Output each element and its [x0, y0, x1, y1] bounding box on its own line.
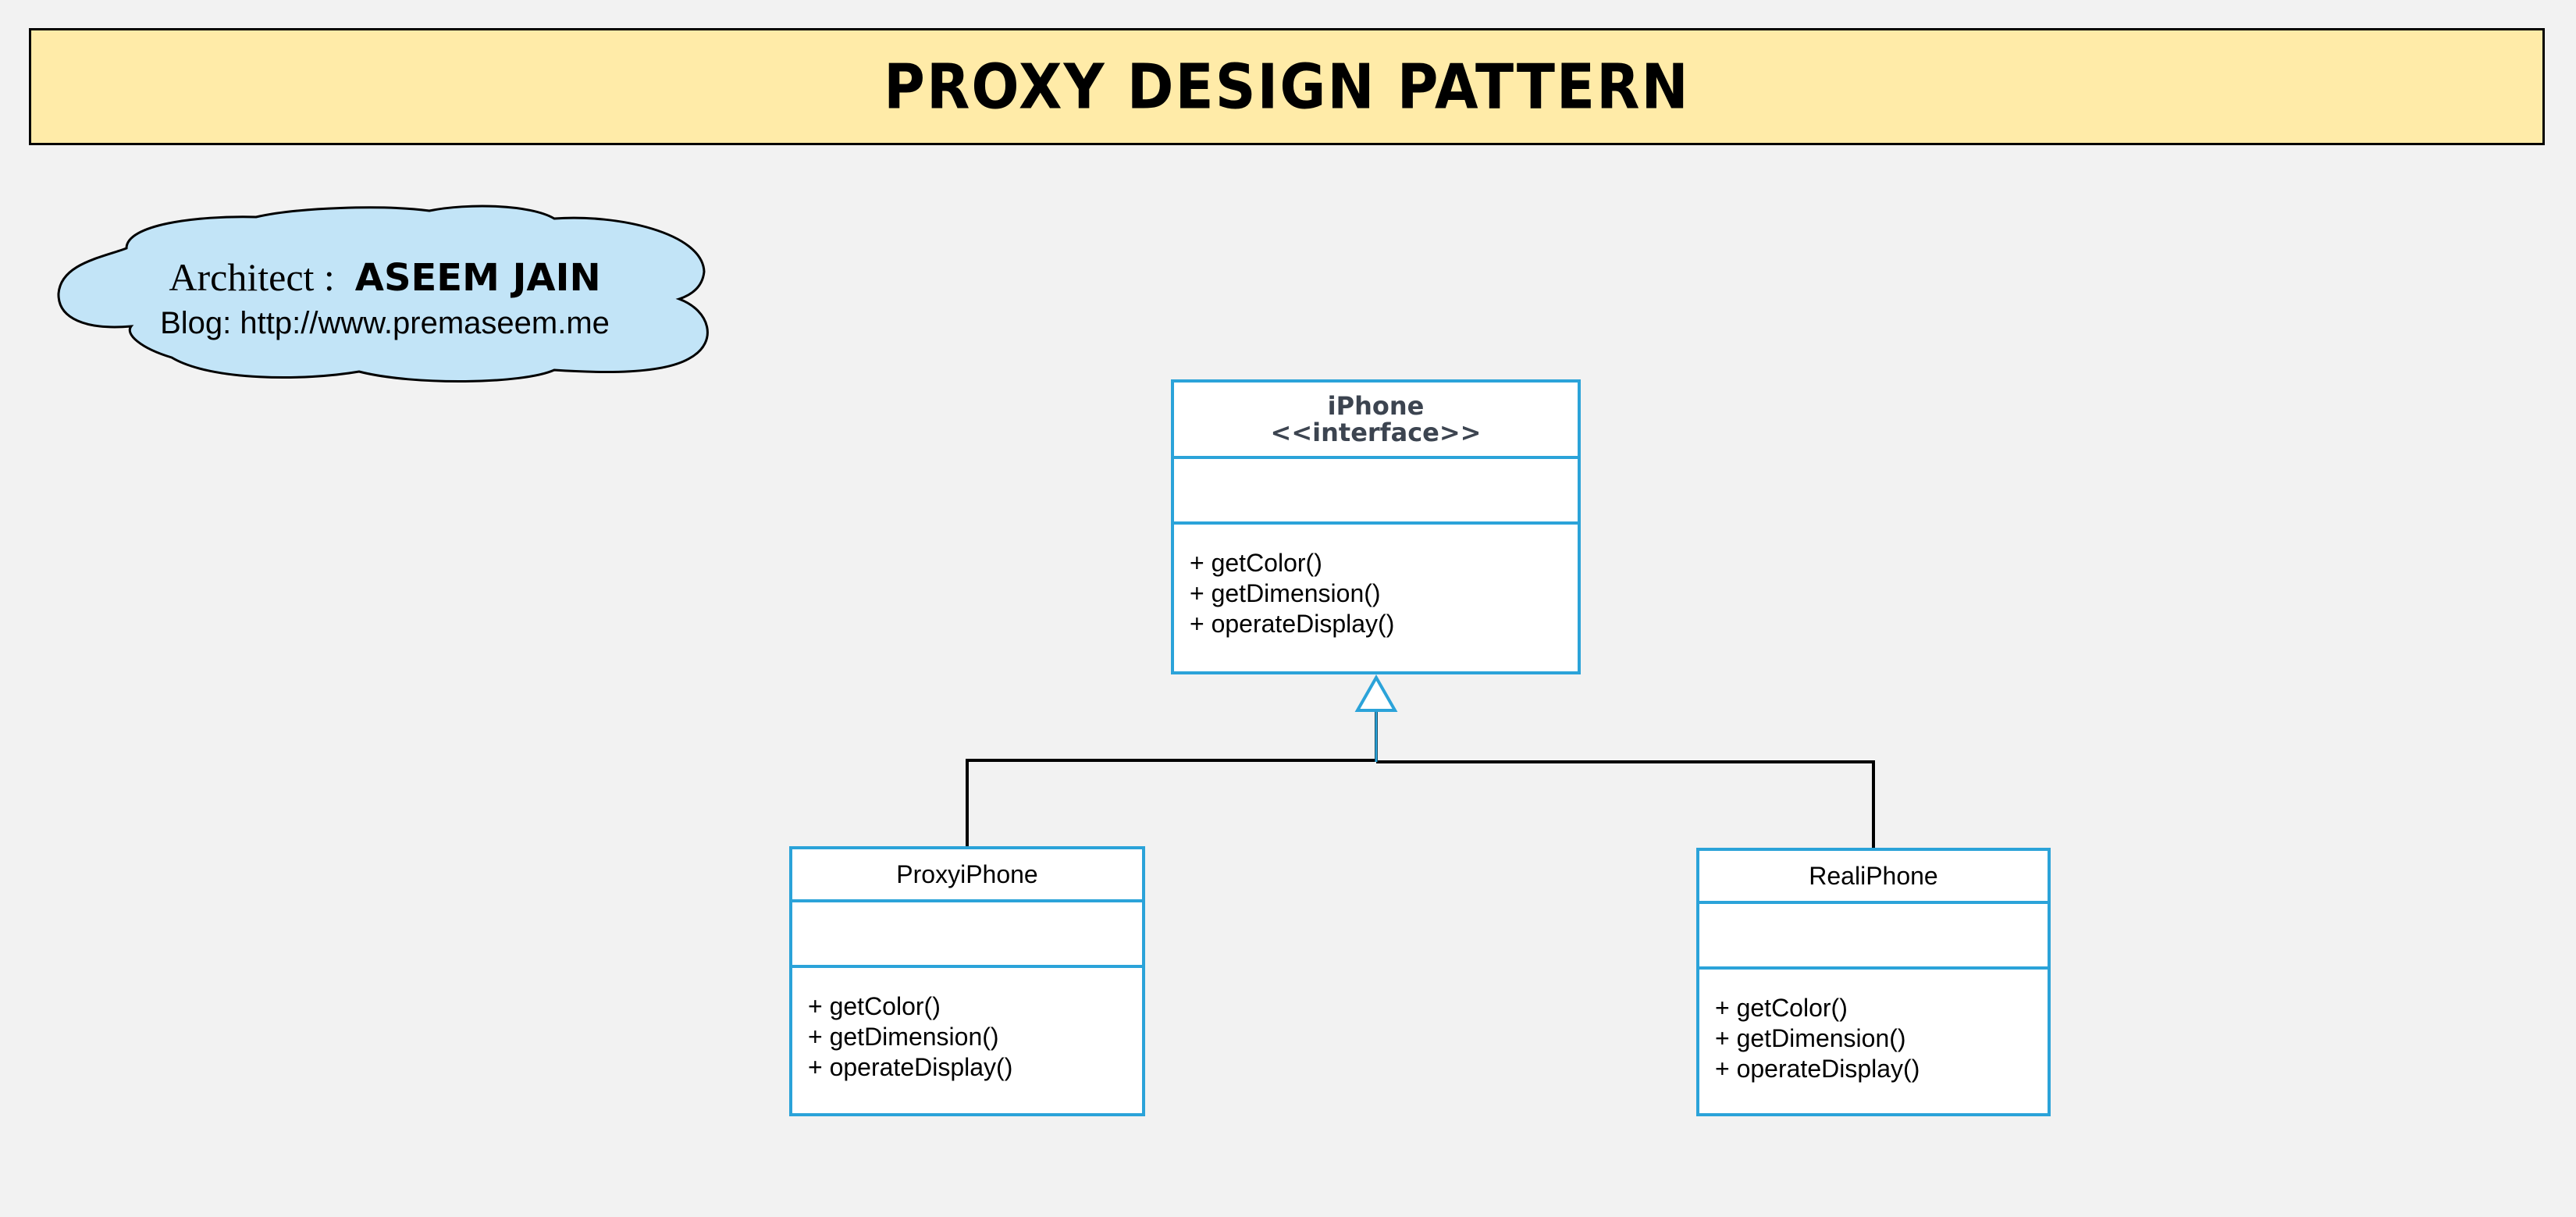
method-item: + getColor() [1715, 994, 1848, 1022]
class-name: ProxyiPhone [896, 859, 1038, 888]
architect-label: Architect : [169, 255, 335, 299]
method-item: + getColor() [808, 992, 941, 1020]
method-item: + getColor() [1190, 549, 1322, 577]
connector-proxy [966, 710, 1378, 847]
author-cloud: Architect : ASEEM JAIN Blog: http://www.p… [55, 201, 715, 384]
class-name: RealiPhone [1809, 861, 1938, 890]
interface-attributes [1174, 459, 1578, 525]
method-item: + getDimension() [1715, 1024, 1906, 1052]
architect-line: Architect : ASEEM JAIN [55, 254, 715, 300]
connector-real [1376, 760, 1875, 849]
class-methods: + getColor() + getDimension() + operateD… [1699, 970, 2048, 1084]
interface-methods: + getColor() + getDimension() + operateD… [1174, 525, 1578, 639]
method-item: + getDimension() [808, 1023, 999, 1051]
class-header: RealiPhone [1699, 851, 2048, 904]
interface-name: iPhone [1327, 391, 1425, 421]
interface-stereotype: <<interface>> [1270, 418, 1482, 447]
class-header: ProxyiPhone [792, 849, 1142, 902]
cloud-shape [57, 205, 709, 383]
class-attributes [792, 902, 1142, 968]
interface-header: iPhone <<interface>> [1174, 383, 1578, 459]
interface-iphone[interactable]: iPhone <<interface>> + getColor() + getD… [1171, 379, 1581, 674]
class-methods: + getColor() + getDimension() + operateD… [792, 968, 1142, 1083]
method-item: + operateDisplay() [1715, 1055, 1920, 1083]
blog-link[interactable]: Blog: http://www.premaseem.me [160, 306, 610, 340]
class-attributes [1699, 904, 2048, 970]
page-title: PROXY DESIGN PATTERN [884, 50, 1690, 123]
generalization-arrowhead [1354, 674, 1398, 712]
class-real-iphone[interactable]: RealiPhone + getColor() + getDimension()… [1696, 848, 2051, 1116]
method-item: + operateDisplay() [1190, 610, 1395, 638]
architect-name: ASEEM JAIN [354, 256, 601, 300]
method-item: + getDimension() [1190, 579, 1381, 607]
title-banner: PROXY DESIGN PATTERN [29, 28, 2545, 145]
method-item: + operateDisplay() [808, 1053, 1013, 1081]
class-proxy-iphone[interactable]: ProxyiPhone + getColor() + getDimension(… [789, 846, 1145, 1116]
